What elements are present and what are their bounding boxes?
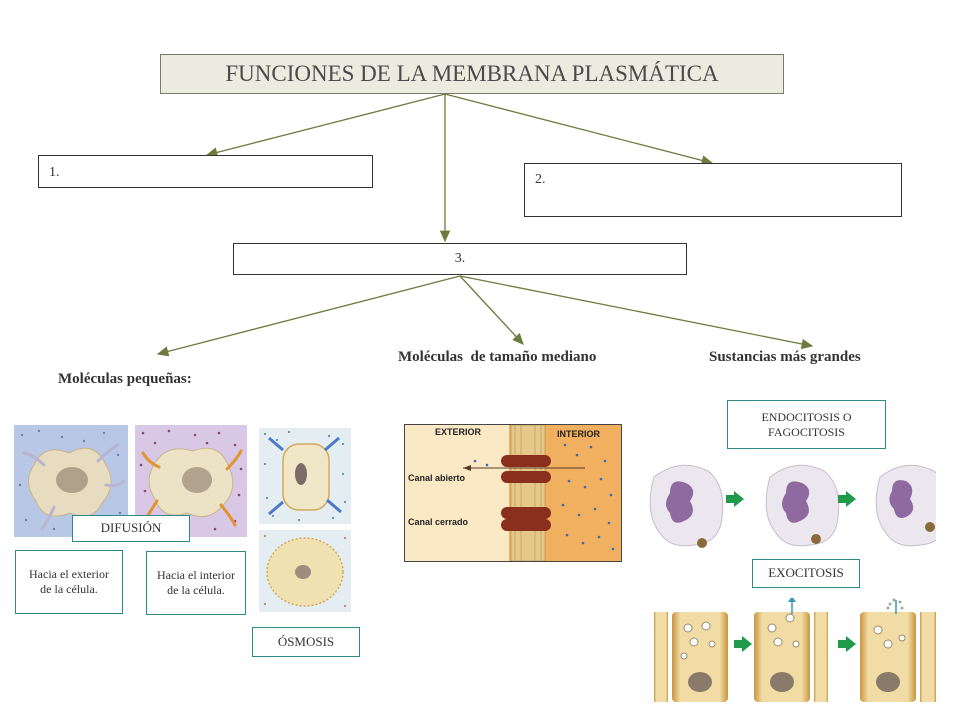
function-box-1: 1. [38,155,373,188]
exocytosis-sequence-illustration [654,598,936,702]
phagocytosis-sequence-illustration [649,464,936,548]
function-box-1-label: 1. [49,165,60,180]
label-medium-molecules: Moléculas de tamaño mediano [398,349,597,365]
channel-closed-label: Canal cerrado [408,517,469,527]
channel-membrane-graphic [405,425,621,561]
function-box-3-label: 3. [454,251,466,266]
exterior-direction-label: Hacia el exterior de la célula. [15,550,123,614]
osmosis-label: ÓSMOSIS [252,627,360,657]
ion-channel-figure: EXTERIOR INTERIOR Canal abierto Canal ce… [404,424,622,562]
channel-open-label: Canal abierto [408,473,466,483]
interior-direction-label: Hacia el interior de la célula. [146,551,246,615]
osmosis-cell-shrinking-illustration [259,428,351,524]
osmosis-cell-normal-illustration [259,530,351,612]
exocitosis-label: EXOCITOSIS [752,559,860,588]
page-title: FUNCIONES DE LA MEMBRANA PLASMÁTICA [160,54,784,94]
label-large-substances: Sustancias más grandes [709,349,861,365]
label-small-molecules: Moléculas pequeñas: [58,371,192,387]
endocitosis-label: ENDOCITOSIS O FAGOCITOSIS [727,400,886,449]
function-box-2-label: 2. [535,172,546,187]
channel-exterior-label: EXTERIOR [435,427,482,437]
difusion-label: DIFUSIÓN [72,515,190,542]
diffusion-cell-inward-illustration [135,425,247,537]
function-box-3: 3. [233,243,687,275]
channel-interior-label: INTERIOR [557,429,601,439]
function-box-2: 2. [524,163,902,217]
